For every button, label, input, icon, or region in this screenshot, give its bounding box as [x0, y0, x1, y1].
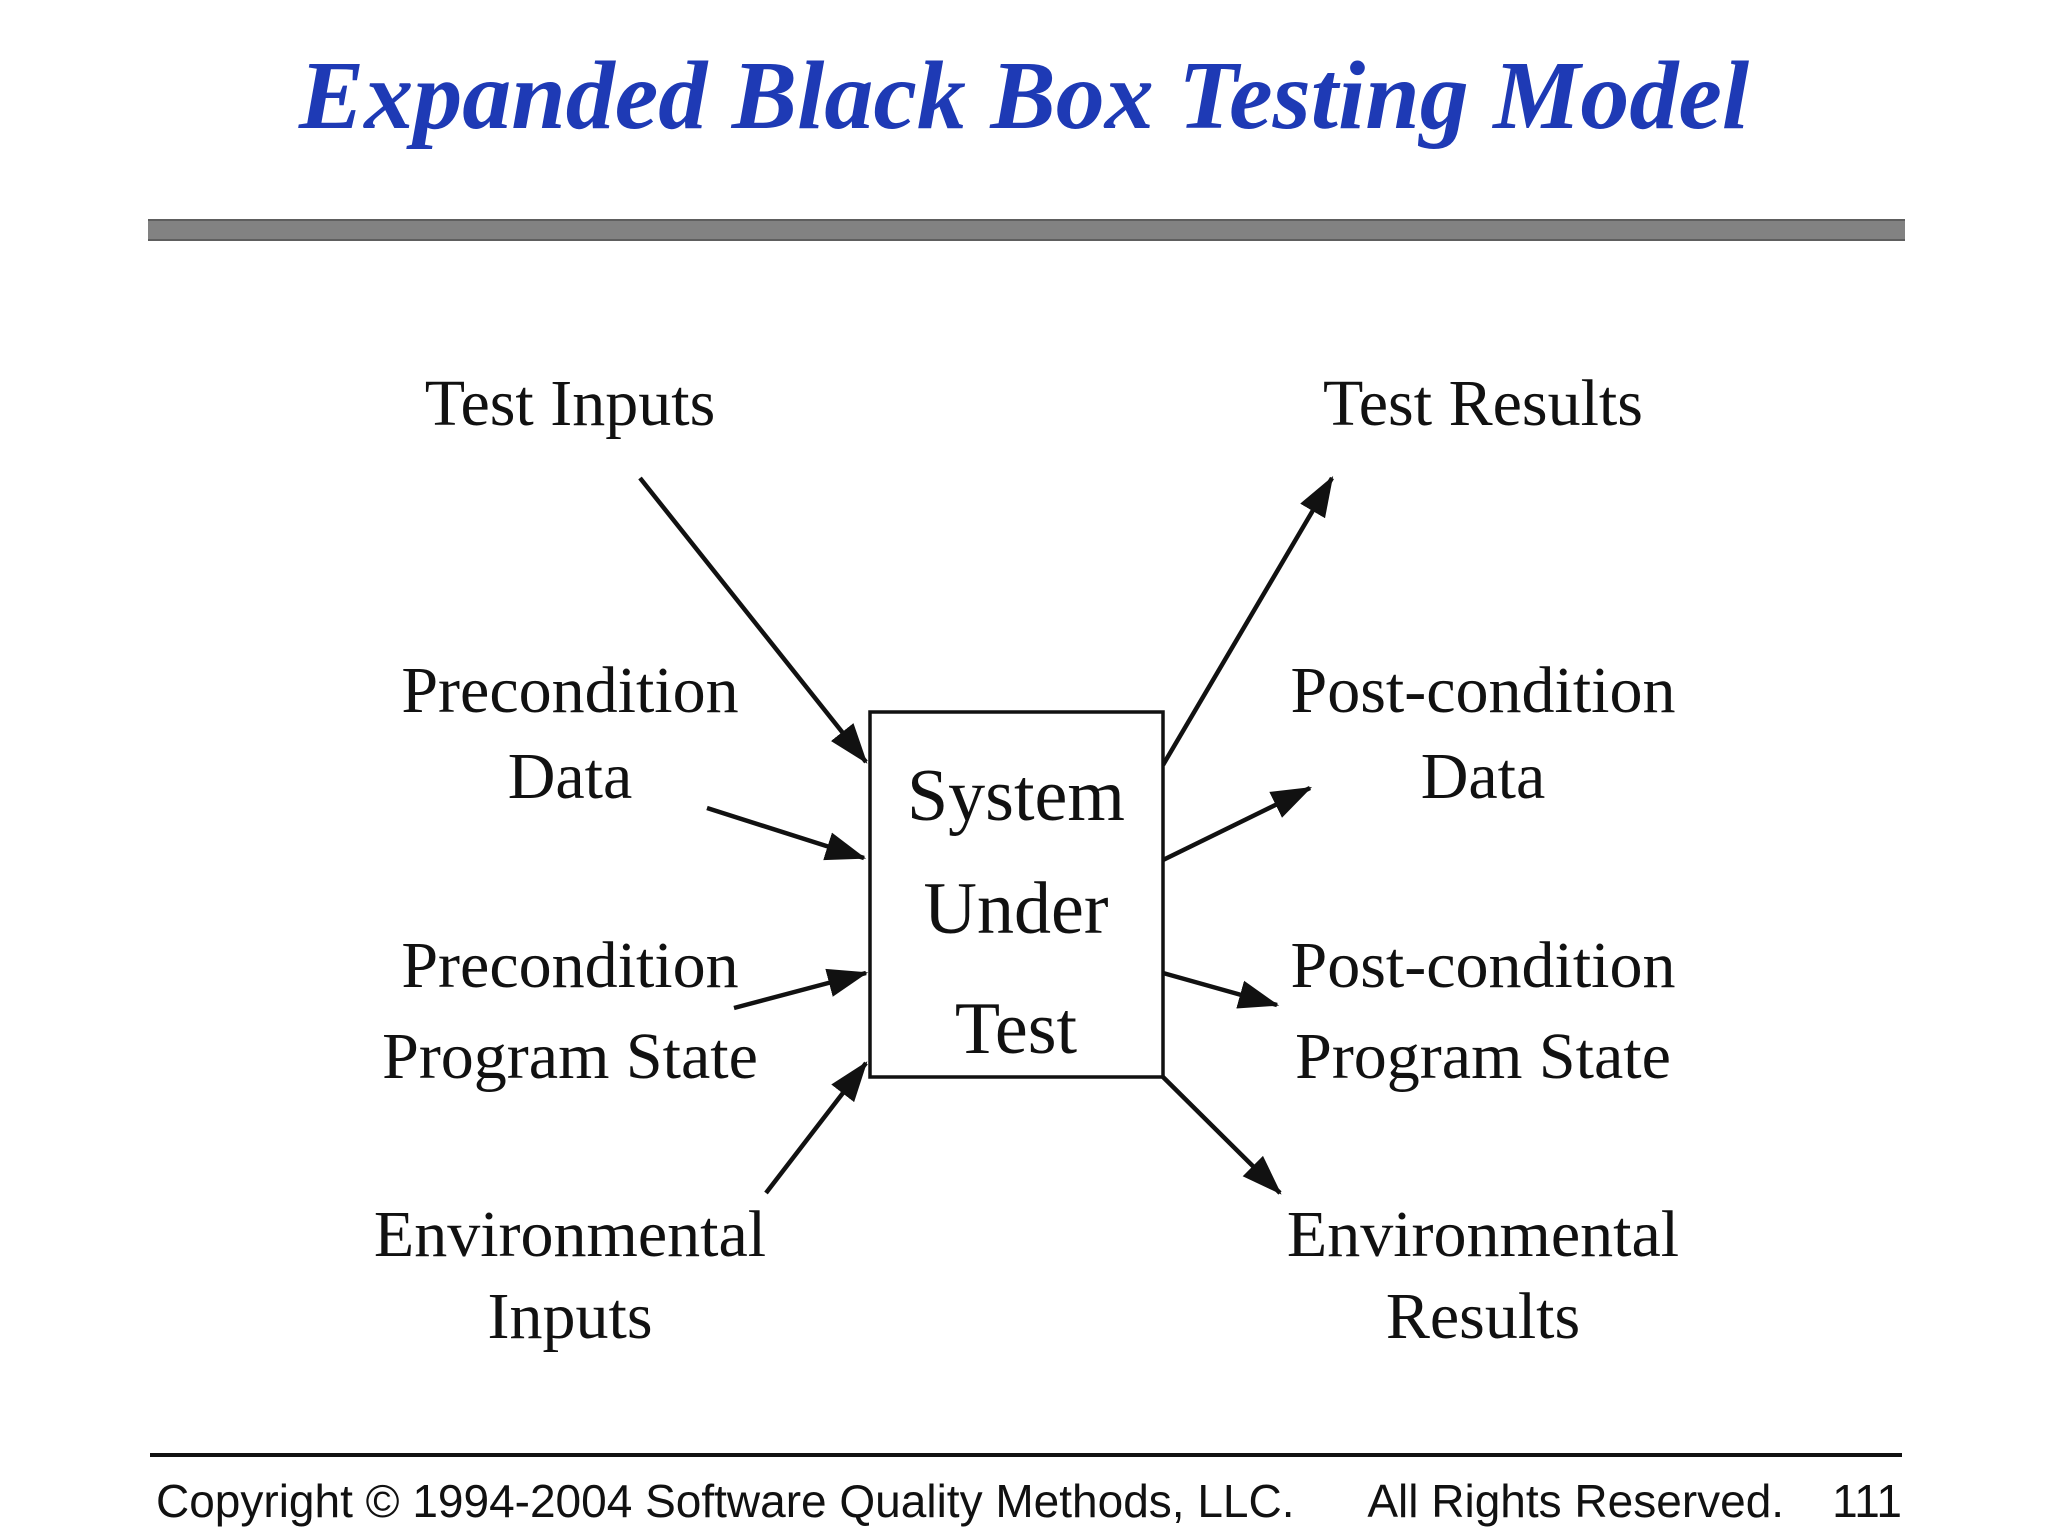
label-test-results: Test Results: [1323, 367, 1643, 440]
footer-copyright: Copyright © 1994-2004 Software Quality M…: [156, 1475, 1295, 1527]
arrow-environmental-inputs: [764, 1061, 868, 1195]
label-precondition-data: Data: [508, 740, 633, 813]
footer-right-group: All Rights Reserved. 111: [1367, 1474, 1902, 1528]
arrow-environmental-results: [1161, 1075, 1282, 1195]
arrow-post-condition-program-state: [1162, 970, 1280, 1009]
label-post-condition-data: Post-condition: [1290, 654, 1675, 727]
title-divider-bar: [148, 219, 1905, 241]
footer-page-number: 111: [1832, 1475, 1902, 1527]
box-label-line: System: [907, 755, 1125, 837]
label-environmental-inputs: Inputs: [488, 1280, 653, 1353]
label-post-condition-data: Data: [1421, 740, 1546, 813]
footer-divider: [150, 1453, 1902, 1457]
label-test-inputs: Test Inputs: [425, 367, 716, 440]
system-under-test-box: [868, 710, 1165, 1079]
arrow-test-results: [1161, 476, 1334, 767]
arrow-precondition-program-state: [733, 968, 869, 1011]
label-post-condition-program-state: Post-condition: [1290, 929, 1675, 1002]
label-precondition-data: Precondition: [401, 654, 738, 727]
arrow-precondition-data: [706, 805, 867, 861]
label-precondition-program-state: Precondition: [401, 929, 738, 1002]
arrow-post-condition-data: [1162, 785, 1313, 863]
footer: Copyright © 1994-2004 Software Quality M…: [0, 1474, 2048, 1536]
box-label-line: Test: [955, 988, 1078, 1070]
box-label-line: Under: [924, 868, 1109, 950]
footer-rights-reserved: All Rights Reserved.: [1367, 1475, 1785, 1527]
label-post-condition-program-state: Program State: [1295, 1020, 1671, 1093]
slide-title: Expanded Black Box Testing Model: [298, 42, 1750, 150]
label-precondition-program-state: Program State: [382, 1020, 758, 1093]
arrow-test-inputs: [638, 476, 868, 764]
label-environmental-results: Results: [1386, 1280, 1580, 1353]
label-environmental-inputs: Environmental: [374, 1198, 766, 1271]
label-environmental-results: Environmental: [1287, 1198, 1679, 1271]
